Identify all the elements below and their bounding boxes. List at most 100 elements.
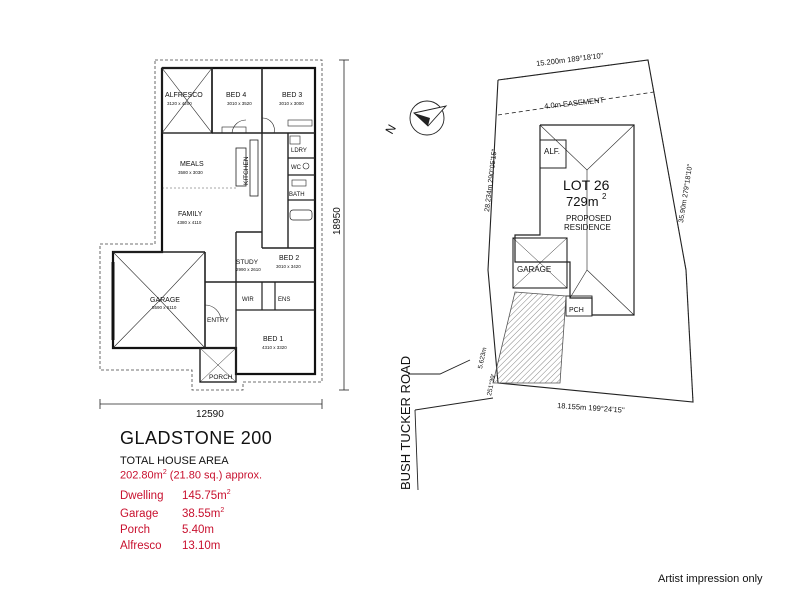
roof-ridge [569, 269, 588, 299]
total-area-number: 202.80m [120, 469, 163, 482]
lot-boundary [487, 59, 694, 403]
alf-label: ALF. [544, 147, 560, 156]
artist-impression-note: Artist impression only [658, 573, 763, 585]
room-study-dims: 2990 x 2610 [236, 267, 261, 272]
road-label: BUSH TUCKER ROAD [398, 356, 413, 490]
lot-title: LOT 26 [563, 177, 610, 193]
site-plan [408, 59, 694, 491]
lot-area-sup: 2 [602, 192, 607, 201]
area-row-dwelling: Dwelling 145.75m2 [120, 489, 231, 502]
room-labels: ALFRESCO 3120 x 4200 BED 4 3010 x 3520 B… [150, 92, 307, 381]
outer-walls [111, 66, 317, 376]
residence-label: RESIDENCE [564, 223, 611, 232]
depth-dimension: 18950 [332, 207, 343, 235]
area-row-porch: Porch 5.40m [120, 524, 214, 536]
width-dimension: 12590 [196, 409, 224, 420]
kitchen-island [235, 147, 247, 187]
alfresco-diag-2 [161, 67, 213, 134]
kitchen-bench [249, 139, 259, 197]
area-row-sup: 2 [226, 489, 231, 496]
lot-boundary-dotted [497, 59, 694, 403]
top-boundary-label: 15.200m 189°18'10" [536, 51, 604, 68]
alfresco-box [539, 139, 567, 169]
room-wir: WIR [242, 297, 254, 303]
dimensions [99, 59, 349, 409]
room-entry: ENTRY [207, 317, 230, 324]
total-area-rest: (21.80 sq.) approx. [166, 469, 263, 482]
area-row-value: 38.55m [182, 507, 221, 520]
area-row-value: 13.10m [182, 540, 221, 552]
garage-box [512, 237, 568, 289]
pch-label: PCH [569, 307, 584, 314]
left-boundary-label: 28.234m 290°05'15" [483, 148, 499, 212]
total-area-sup: 2 [162, 469, 167, 476]
room-bed1-dims: 4310 x 3320 [262, 345, 287, 350]
design-title: GLADSTONE 200 [120, 428, 273, 448]
room-kitchen: KITCHEN [243, 156, 250, 185]
room-bed1: BED 1 [263, 336, 283, 343]
north-arrow [409, 100, 448, 136]
road-edge [408, 359, 471, 375]
bath-vanity [291, 179, 307, 187]
bottom-boundary-label: 18.155m 199°24'15" [557, 401, 625, 415]
north-pointer-half [414, 113, 430, 126]
room-garage: GARAGE [150, 297, 180, 304]
road-edge [414, 397, 494, 411]
road-edge [414, 409, 419, 491]
bathtub [289, 209, 313, 221]
floor-plan [99, 59, 323, 391]
room-bed4-dims: 3010 x 3520 [227, 101, 252, 106]
room-alfresco: ALFRESCO [165, 92, 203, 99]
area-row-label: Alfresco [120, 540, 162, 552]
area-row-alfresco: Alfresco 13.10m [120, 540, 220, 552]
room-meals-dims: 3580 x 3030 [178, 170, 203, 175]
garage-roof-lines [112, 251, 206, 301]
room-wc: WC [291, 165, 302, 171]
room-ldry: LDRY [291, 148, 307, 154]
driveway [492, 291, 567, 384]
proposed-label: PROPOSED [566, 214, 612, 223]
easement-label: 4.0m EASEMENT [544, 95, 605, 110]
right-boundary-label: 35.90m 279°18'10" [677, 163, 694, 223]
room-garage-dims: 5590 x 6110 [152, 305, 177, 310]
room-bed3-dims: 3010 x 3000 [279, 101, 304, 106]
room-porch: PORCH [209, 374, 233, 381]
door-swing [261, 117, 275, 134]
room-study: STUDY [236, 259, 259, 266]
room-family: FAMILY [178, 211, 203, 218]
area-row-garage: Garage 38.55m2 [120, 507, 224, 520]
area-row-value: 145.75m [182, 489, 227, 502]
room-bath: BATH [289, 192, 305, 198]
garage-roof-lines [112, 299, 206, 349]
room-meals: MEALS [180, 161, 204, 168]
room-ens: ENS [278, 297, 290, 303]
room-bed3: BED 3 [282, 92, 302, 99]
door-swing [204, 304, 222, 322]
door-swing [231, 119, 247, 134]
garage-roof [512, 237, 568, 264]
garage-roof [512, 262, 568, 289]
room-bed2-dims: 3010 x 3420 [276, 264, 301, 269]
wc-pan [302, 162, 310, 170]
robe [221, 126, 247, 134]
area-row-label: Garage [120, 507, 159, 520]
area-row-label: Dwelling [120, 489, 164, 502]
porch-outline [199, 347, 237, 383]
easement-line [497, 91, 655, 116]
front-boundary-label-b: 251°39' [485, 373, 497, 396]
north-label: N [382, 122, 398, 137]
robe [287, 119, 313, 127]
room-bed2: BED 2 [279, 255, 299, 262]
total-area-label: TOTAL HOUSE AREA [120, 455, 229, 467]
roof-outline [99, 59, 323, 391]
area-row-value: 5.40m [182, 524, 214, 536]
lot-area: 729m [566, 194, 599, 209]
area-row-sup: 2 [220, 507, 225, 514]
garage-label: GARAGE [517, 265, 551, 274]
total-area-value: 202.80m2 (21.80 sq.) approx. [120, 469, 262, 482]
room-alfresco-dims: 3120 x 4200 [167, 101, 192, 106]
area-row-label: Porch [120, 524, 151, 536]
site-labels: 15.200m 189°18'10" 4.0m EASEMENT 28.234m… [398, 51, 694, 490]
room-bed4: BED 4 [226, 92, 246, 99]
